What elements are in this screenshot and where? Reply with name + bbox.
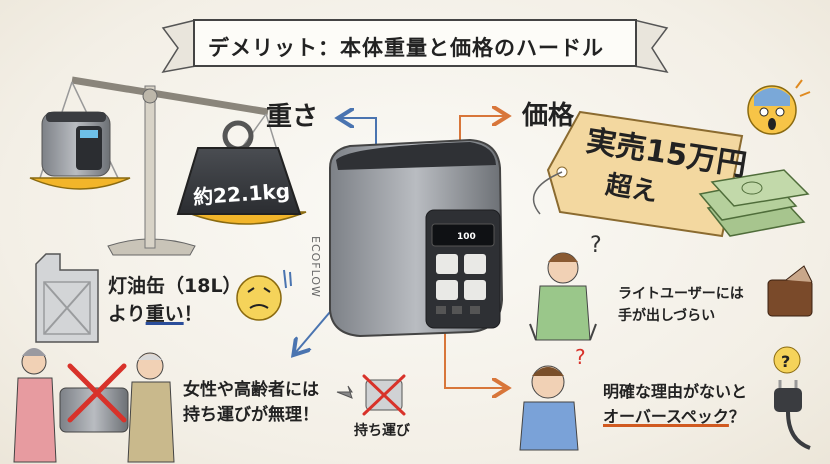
tank-prefix: より: [108, 303, 146, 325]
carry-caption-line1: 女性や高齢者には: [183, 380, 319, 400]
overspec-emphasis: オーバースペック: [603, 407, 729, 426]
weight-illustration: [176, 120, 302, 215]
price-tag: [532, 110, 744, 238]
overspec-suffix: ？: [728, 407, 745, 426]
weight-label: 重さ: [266, 102, 319, 132]
device-display: 100: [457, 232, 476, 242]
device-brand: ECOFLOW: [309, 236, 322, 298]
power-station-illustration: [329, 138, 504, 338]
svg-text:?: ?: [781, 352, 790, 371]
no-carry-label: 持ち運び: [354, 423, 410, 439]
confused-person-illustration: ?: [519, 345, 586, 451]
fuel-tank-illustration: [35, 253, 99, 343]
no-carry-icon: [336, 374, 406, 416]
price-label: 価格: [522, 101, 575, 131]
light-user-line1: ライトユーザーには: [618, 286, 744, 302]
question-mark-icon: ?: [590, 233, 602, 258]
balance-scale-illustration: [29, 76, 307, 256]
arrows: [296, 116, 504, 388]
banner-title: デメリット：本体重量と価格のハードル: [208, 36, 604, 60]
worried-face-icon: [236, 269, 292, 321]
light-user-illustration: ?: [529, 233, 602, 341]
device-on-scale: [41, 111, 111, 177]
elderly-couple-illustration: [13, 348, 175, 463]
shocked-face-icon: [747, 79, 811, 135]
question-mark-icon: ?: [575, 345, 586, 369]
light-user-line2: 手が出しづらい: [618, 308, 716, 324]
tank-suffix: ！: [183, 303, 203, 325]
carry-caption-line2: 持ち運びが無理！: [183, 405, 319, 425]
overspec-line2: オーバースペック？: [603, 403, 745, 427]
tank-caption-line2: より重い！: [108, 299, 203, 326]
tank-emphasis: 重い: [145, 303, 184, 325]
overspec-line1: 明確な理由がないと: [603, 382, 748, 401]
price-tag-line2: 超え: [603, 170, 660, 208]
empty-wallet-icon: [767, 265, 813, 317]
title-banner: [161, 19, 669, 74]
tank-caption-line1: 灯油缶（18L）: [108, 275, 242, 297]
plug-question-icon: ?: [773, 346, 811, 450]
money-stack-illustration: [698, 169, 810, 237]
